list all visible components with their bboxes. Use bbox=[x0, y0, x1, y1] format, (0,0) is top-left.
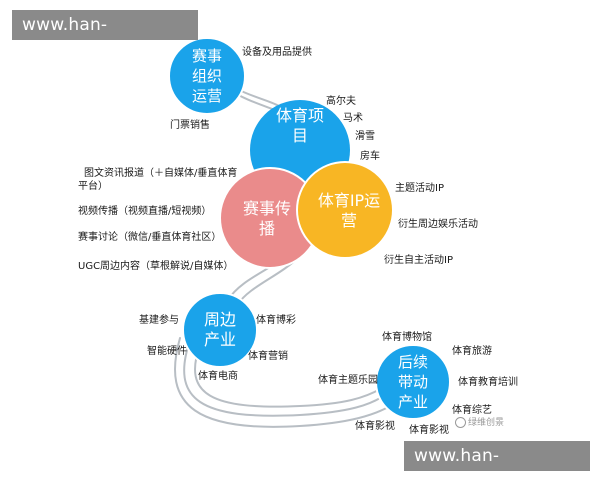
leaf-smart-hardware: 智能硬件 bbox=[147, 346, 187, 357]
leaf-infrastructure: 基建参与 bbox=[139, 315, 179, 326]
leaf-graphic-news-1: 图文资讯报道（＋自媒体/垂直体育 bbox=[84, 168, 238, 179]
ecosystem-diagram bbox=[168, 37, 451, 428]
wechat-icon bbox=[455, 417, 466, 428]
leaf-main-ip: 主题活动IP bbox=[395, 183, 444, 194]
node-sports-ip: 体育IP运 营 bbox=[317, 191, 381, 230]
circle-sports-ip bbox=[296, 161, 394, 259]
leaf-variety: 体育综艺 bbox=[452, 405, 492, 416]
leaf-marketing: 体育营销 bbox=[248, 351, 288, 362]
leaf-tourism: 体育旅游 bbox=[452, 346, 492, 357]
circle-peripheral bbox=[182, 292, 258, 368]
circle-follow-up bbox=[375, 344, 451, 420]
leaf-graphic-news-2: 平台） bbox=[78, 181, 108, 192]
leaf-film-2: 体育影视 bbox=[409, 425, 449, 436]
node-event-broadcast: 赛事传 播 bbox=[242, 199, 291, 238]
ribbon-low-1 bbox=[183, 339, 386, 417]
leaf-derived-ip: 衍生自主活动IP bbox=[384, 255, 453, 266]
leaf-golf: 高尔夫 bbox=[326, 96, 356, 107]
leaf-racing: 房车 bbox=[360, 151, 380, 162]
node-event-operation: 赛事 组织 运营 bbox=[191, 47, 222, 105]
wechat-source-label: 绿维创景 bbox=[468, 418, 505, 428]
leaf-skiing: 滑雪 bbox=[355, 131, 375, 142]
wechat-source: 绿维创景 bbox=[455, 415, 504, 428]
leaf-lottery: 体育博彩 bbox=[256, 315, 296, 326]
leaf-film-1: 体育影视 bbox=[355, 421, 395, 432]
leaf-museum: 体育博物馆 bbox=[382, 332, 432, 343]
watermark-bottom: www.han-shuang.com bbox=[404, 441, 590, 496]
leaf-discussion: 赛事讨论（微信/垂直体育社区） bbox=[78, 232, 222, 243]
leaf-derived-ent: 衍生周边娱乐活动 bbox=[398, 219, 478, 230]
leaf-theme-park: 体育主题乐园 bbox=[318, 375, 378, 386]
watermark-top: www.han-shuang.com bbox=[12, 10, 198, 65]
leaf-video: 视频传播（视频直播/短视频） bbox=[78, 206, 212, 217]
node-peripheral: 周边 产业 bbox=[203, 310, 236, 349]
ribbon-low-2 bbox=[194, 344, 383, 408]
node-follow-up: 后续 带动 产业 bbox=[397, 353, 428, 411]
leaf-training: 体育教育培训 bbox=[458, 377, 518, 388]
node-sports-project: 体育项 目 bbox=[275, 106, 324, 145]
circle-event-operation bbox=[168, 37, 246, 115]
ribbon-low-3 bbox=[174, 337, 393, 428]
leaf-tickets: 门票销售 bbox=[170, 120, 210, 131]
leaf-equestrian: 马术 bbox=[343, 113, 363, 124]
leaf-equipment: 设备及用品提供 bbox=[242, 47, 312, 58]
leaf-ecommerce: 体育电商 bbox=[198, 371, 238, 382]
leaf-ugc: UGC周边内容（草根解说/自媒体） bbox=[78, 261, 234, 272]
